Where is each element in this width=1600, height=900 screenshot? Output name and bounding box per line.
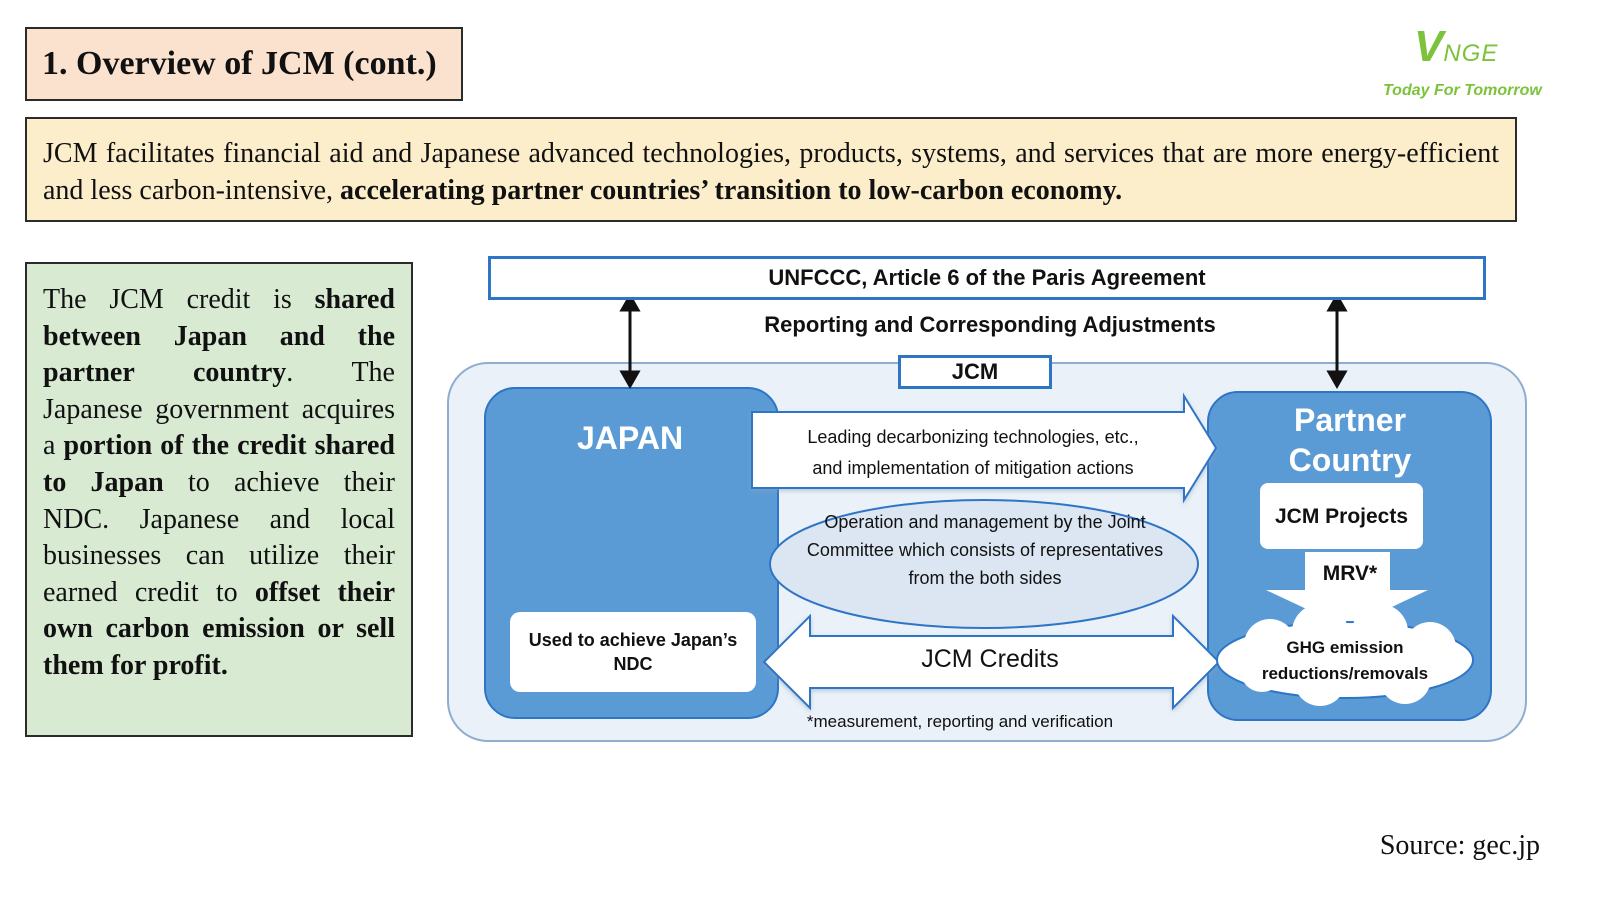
jcm-projects-box: JCM Projects [1260, 483, 1423, 549]
jcm-credits-label: JCM Credits [921, 645, 1059, 673]
japan-label: JAPAN [576, 420, 684, 456]
technology-line-2: and implementation of mitigation actions [812, 458, 1134, 478]
unfccc-label: UNFCCC, Article 6 of the Paris Agreement [768, 265, 1206, 290]
intro-box: JCM facilitates financial aid and Japane… [25, 117, 1517, 222]
logo-mark-v: V [1414, 22, 1444, 71]
source-citation: Source: gec.jp [1379, 830, 1540, 861]
partner-line-2: Country [1288, 442, 1412, 478]
jcm-projects-label: JCM Projects [1274, 504, 1409, 528]
logo-tagline: Today For Tomorrow [1383, 82, 1542, 99]
side-text-1: The JCM credit is [43, 284, 315, 315]
logo-mark-rest: NGE [1443, 40, 1499, 67]
logo-mark: VNGE [1414, 22, 1498, 72]
partner-country-label: Partner Country [1210, 400, 1490, 480]
technology-line-1: Leading decarbonizing technologies, etc.… [807, 427, 1139, 447]
technology-arrow [751, 392, 1218, 504]
ndc-label: Used to achieve Japan’s NDC [528, 630, 738, 674]
title-box: 1. Overview of JCM (cont.) [25, 27, 463, 101]
side-bold-3: offset their own carbon emission or sell… [43, 576, 396, 681]
ghg-label: GHG emission reductions/removals [1261, 638, 1429, 683]
right-vertical-arrow [1326, 292, 1348, 390]
unfccc-box: UNFCCC, Article 6 of the Paris Agreement [488, 256, 1486, 300]
mrv-footnote: *measurement, reporting and verification [806, 712, 1114, 731]
side-bold-1: shared between Japan and the partner cou… [43, 284, 395, 389]
reporting-label: Reporting and Corresponding Adjustments [764, 312, 1216, 337]
technology-label: Leading decarbonizing technologies, etc.… [758, 422, 1188, 484]
side-text-3: to achieve their NDC. Japanese and local… [43, 466, 395, 608]
side-bold-2: portion of the credit shared to Japan [43, 430, 395, 498]
mrv-label: MRV* [1322, 562, 1378, 585]
left-vertical-arrow [619, 292, 641, 390]
intro-text: JCM facilitates financial aid and Japane… [43, 138, 1499, 206]
logo: VNGE Today For Tomorrow [1380, 22, 1580, 112]
jcm-diagram: UNFCCC, Article 6 of the Paris Agreement… [440, 250, 1540, 750]
side-text-2: . The Japanese government acquires a [43, 357, 395, 462]
page-title: 1. Overview of JCM (cont.) [42, 45, 437, 82]
joint-committee-ellipse [769, 499, 1199, 629]
jcm-box: JCM [898, 355, 1052, 389]
joint-committee-label: Operation and management by the Joint Co… [806, 512, 1164, 588]
intro-text-bold: accelerating partner countries’ transiti… [340, 175, 1123, 206]
side-box: The JCM credit is shared between Japan a… [25, 262, 413, 737]
partner-line-1: Partner [1293, 402, 1407, 438]
ndc-box: Used to achieve Japan’s NDC [510, 612, 756, 692]
jcm-label: JCM [951, 359, 999, 384]
